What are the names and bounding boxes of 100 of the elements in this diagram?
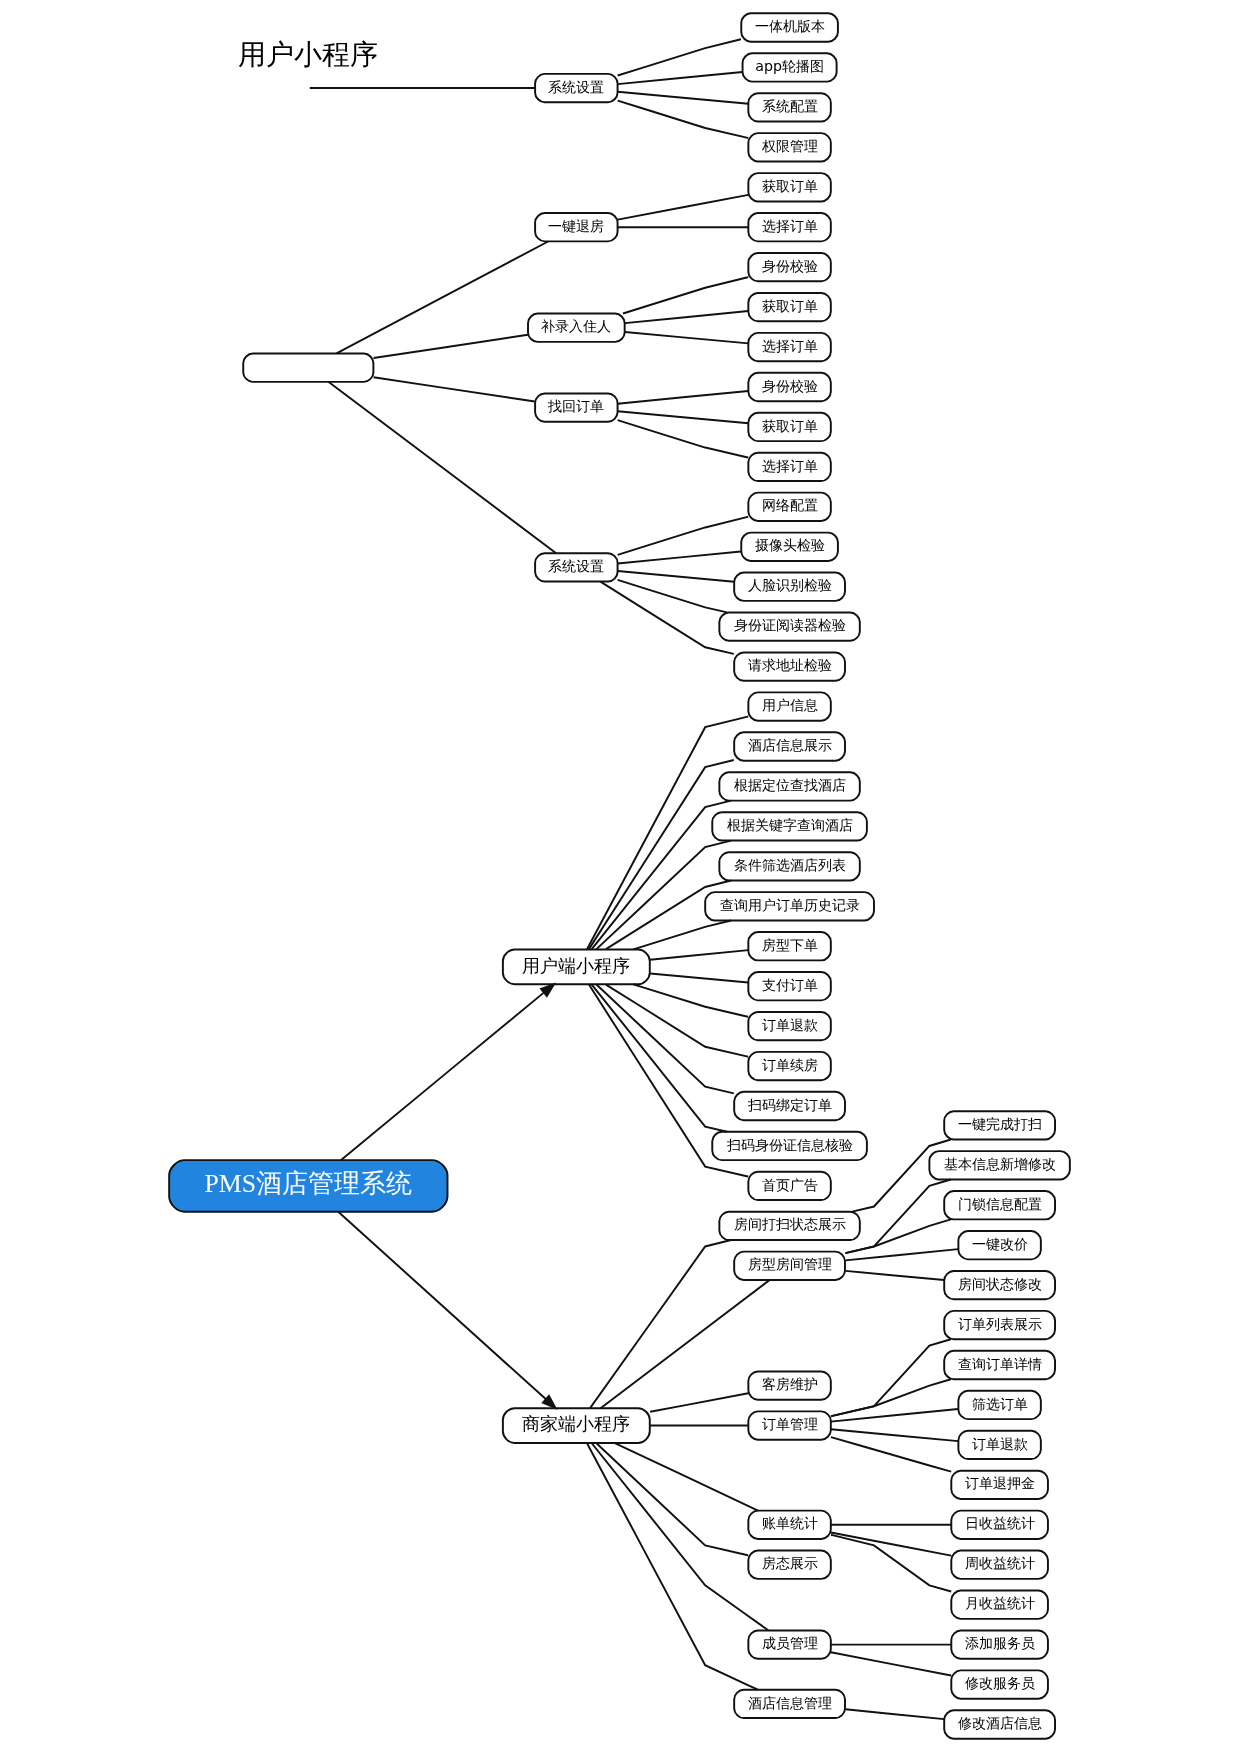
- node-box: 商家端小程序: [501, 1407, 651, 1444]
- node-box: [242, 352, 375, 383]
- connector: [844, 1248, 960, 1262]
- connector: [830, 1533, 953, 1593]
- node-box: 一体机版本: [740, 12, 839, 43]
- node-box: 修改酒店信息: [943, 1709, 1056, 1740]
- connector: [590, 983, 728, 1133]
- connector: [616, 578, 728, 614]
- connector: [308, 87, 536, 90]
- node-box: 系统设置: [534, 552, 619, 583]
- connector: [829, 1523, 953, 1526]
- connector: [604, 879, 732, 951]
- node-box: 月收益统计: [950, 1589, 1049, 1620]
- connector: [616, 70, 744, 86]
- connector: [616, 99, 750, 139]
- node-box: 筛选订单: [957, 1389, 1042, 1421]
- connector: [844, 1708, 946, 1721]
- node-box: 客房维护: [747, 1370, 832, 1401]
- node-box: 日收益统计: [950, 1509, 1049, 1540]
- connector: [829, 1428, 960, 1443]
- node-box: 获取订单: [747, 411, 832, 443]
- arrow: [337, 1211, 558, 1410]
- connector: [829, 1643, 953, 1646]
- node-box: 房型下单: [747, 931, 832, 962]
- connector: [851, 1138, 952, 1213]
- node-box: 获取订单: [747, 172, 832, 203]
- label: 用户小程序: [238, 38, 379, 72]
- node-box: 选择订单: [747, 212, 832, 243]
- connector: [649, 949, 750, 961]
- connector: [829, 1531, 953, 1557]
- connector: [830, 1338, 952, 1418]
- node-box: 扫码绑定订单: [733, 1090, 846, 1122]
- node-box: 修改服务员: [950, 1669, 1049, 1700]
- connector: [616, 226, 750, 229]
- node-box: 条件筛选酒店列表: [718, 851, 861, 882]
- node-box: 找回订单: [534, 392, 619, 423]
- connector: [616, 193, 750, 221]
- node-box: 订单列表展示: [943, 1309, 1056, 1341]
- connector: [616, 515, 750, 556]
- node-box: 房态展示: [747, 1549, 832, 1580]
- connector: [649, 972, 750, 984]
- connector: [616, 570, 735, 583]
- connector: [616, 90, 750, 105]
- node-box: 身份证阅读器检验: [718, 611, 861, 642]
- connector: [632, 919, 732, 951]
- node-box: 支付订单: [747, 971, 832, 1002]
- node-box: 房型房间管理: [733, 1250, 846, 1281]
- connector: [829, 1407, 960, 1423]
- node-box: 成员管理: [747, 1629, 832, 1660]
- node-box: 基本信息新增修改: [928, 1150, 1071, 1181]
- connector: [649, 1392, 750, 1413]
- node-box: 酒店信息展示: [733, 731, 846, 762]
- node-box: 网络配置: [747, 491, 832, 522]
- arrow: [340, 982, 557, 1161]
- node-box: 人脸识别检验: [733, 571, 846, 602]
- connector: [616, 419, 750, 459]
- node-box: 选择订单: [747, 451, 832, 483]
- connector: [613, 1442, 759, 1512]
- node-box: 一键退房: [534, 212, 619, 243]
- node-box: 门锁信息配置: [943, 1190, 1056, 1221]
- connector: [327, 381, 558, 555]
- node-box: 酒店信息管理: [733, 1688, 846, 1720]
- connector: [623, 310, 750, 325]
- node-box: 用户端小程序: [501, 948, 651, 986]
- node-box: 一键完成打扫: [943, 1110, 1056, 1141]
- node-box: 一键改价: [957, 1230, 1042, 1261]
- connector: [588, 983, 750, 1178]
- connector: [616, 410, 750, 425]
- connector: [830, 1378, 952, 1418]
- node-box: 摄像头检验: [740, 531, 839, 562]
- node-box: 根据关键字查询酒店: [711, 811, 868, 842]
- node-box: 查询订单详情: [943, 1349, 1056, 1381]
- node-box: 房间打扫状态展示: [718, 1210, 861, 1241]
- connector: [599, 1279, 771, 1410]
- connector: [372, 333, 529, 360]
- connector: [372, 376, 536, 403]
- node-box: 周收益统计: [950, 1549, 1049, 1580]
- connector: [616, 389, 750, 405]
- node-box: 根据定位查找酒店: [718, 771, 861, 802]
- node-box: 补录入住人: [527, 312, 626, 343]
- connector: [622, 276, 750, 315]
- node-box: app轮播图: [741, 52, 838, 83]
- node-box: PMS酒店管理系统: [168, 1159, 449, 1213]
- node-box: 获取订单: [747, 291, 832, 323]
- node-box: 订单管理: [747, 1410, 832, 1441]
- connector: [616, 550, 742, 565]
- node-box: 身份校验: [747, 252, 832, 283]
- node-box: 系统配置: [747, 92, 832, 123]
- connector: [588, 759, 735, 951]
- connector: [604, 983, 750, 1058]
- node-box: 首页广告: [747, 1170, 832, 1202]
- node-box: 扫码身份证信息核验: [711, 1130, 868, 1162]
- node-box: 添加服务员: [950, 1629, 1049, 1660]
- node-box: 订单续房: [747, 1050, 832, 1082]
- connector: [586, 1442, 759, 1691]
- connector: [632, 983, 750, 1018]
- node-box: 系统设置: [534, 72, 619, 104]
- connector: [599, 580, 735, 655]
- connector: [829, 1651, 953, 1677]
- node-box: 账单统计: [747, 1509, 832, 1540]
